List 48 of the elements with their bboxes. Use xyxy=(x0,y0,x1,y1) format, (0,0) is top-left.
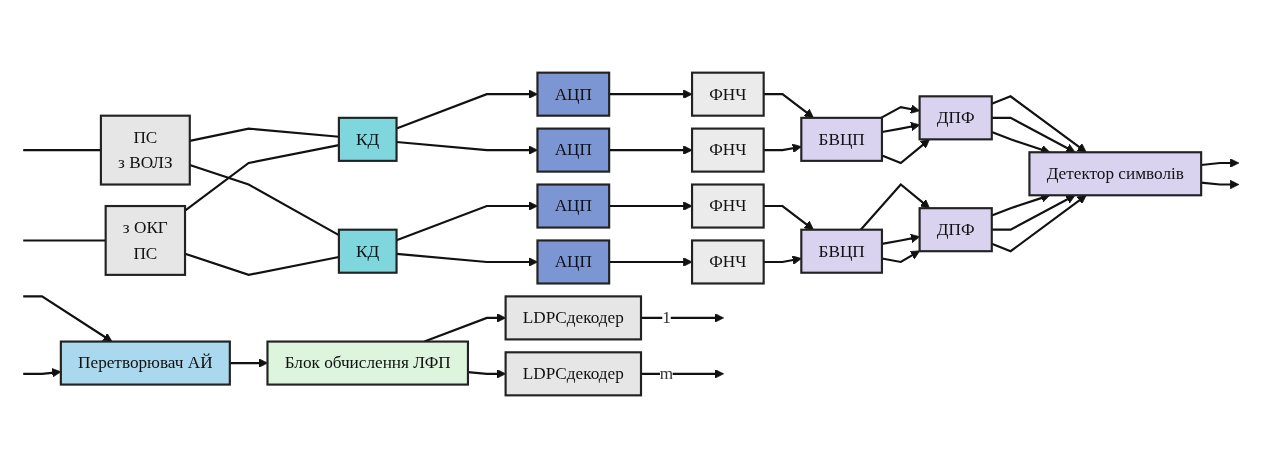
node-box: ФНЧ xyxy=(690,71,765,117)
node-box: ФНЧ xyxy=(690,182,765,229)
node-box: БВЦП xyxy=(800,116,884,162)
arrow xyxy=(641,312,724,323)
node-box: Блок обчислення ЛФП xyxy=(266,340,470,386)
arrow xyxy=(396,200,538,241)
arrow xyxy=(1201,157,1240,168)
arrow xyxy=(991,194,1076,231)
arrow xyxy=(881,249,921,263)
arrow xyxy=(763,204,814,230)
arrow xyxy=(763,143,802,153)
arrow xyxy=(23,294,113,342)
arrow xyxy=(609,88,693,99)
arrow xyxy=(609,256,693,267)
arrow xyxy=(396,140,538,155)
node-box: Детектор символів xyxy=(1028,150,1203,196)
arrow xyxy=(763,92,814,118)
arrow xyxy=(609,144,693,155)
arrow xyxy=(229,357,268,368)
node-box: АЦП xyxy=(536,71,611,117)
node-box: LDPCдекодер xyxy=(504,294,643,340)
node-box: КД xyxy=(337,116,398,162)
arrow xyxy=(396,252,538,267)
arrow xyxy=(881,138,930,164)
node-box: КД xyxy=(337,228,398,274)
node-box: Перетворювач АЙ xyxy=(59,340,231,386)
arrow xyxy=(609,200,693,211)
connector xyxy=(189,127,339,142)
node-box: АЦП xyxy=(536,182,611,229)
node-box: ПС з ВОЛЗ xyxy=(99,114,191,186)
edge-label: m xyxy=(659,363,674,382)
arrow xyxy=(859,182,930,230)
node-box: ФНЧ xyxy=(690,127,765,173)
node-box: БВЦП xyxy=(800,228,884,274)
node-box: з ОКГ ПС xyxy=(104,204,187,276)
arrow xyxy=(396,88,538,129)
node-box: АЦП xyxy=(536,238,611,285)
arrow xyxy=(991,194,1087,252)
arrow xyxy=(1201,179,1240,189)
edge-label: 1 xyxy=(662,307,671,326)
node-box: LDPCдекодер xyxy=(504,350,643,396)
node-box: ДПФ xyxy=(918,94,993,140)
arrow xyxy=(763,254,802,265)
node-box: ДПФ xyxy=(918,206,993,252)
node-box: АЦП xyxy=(536,127,611,173)
connector xyxy=(23,238,106,242)
connector xyxy=(23,148,101,151)
node-box: ФНЧ xyxy=(690,238,765,285)
